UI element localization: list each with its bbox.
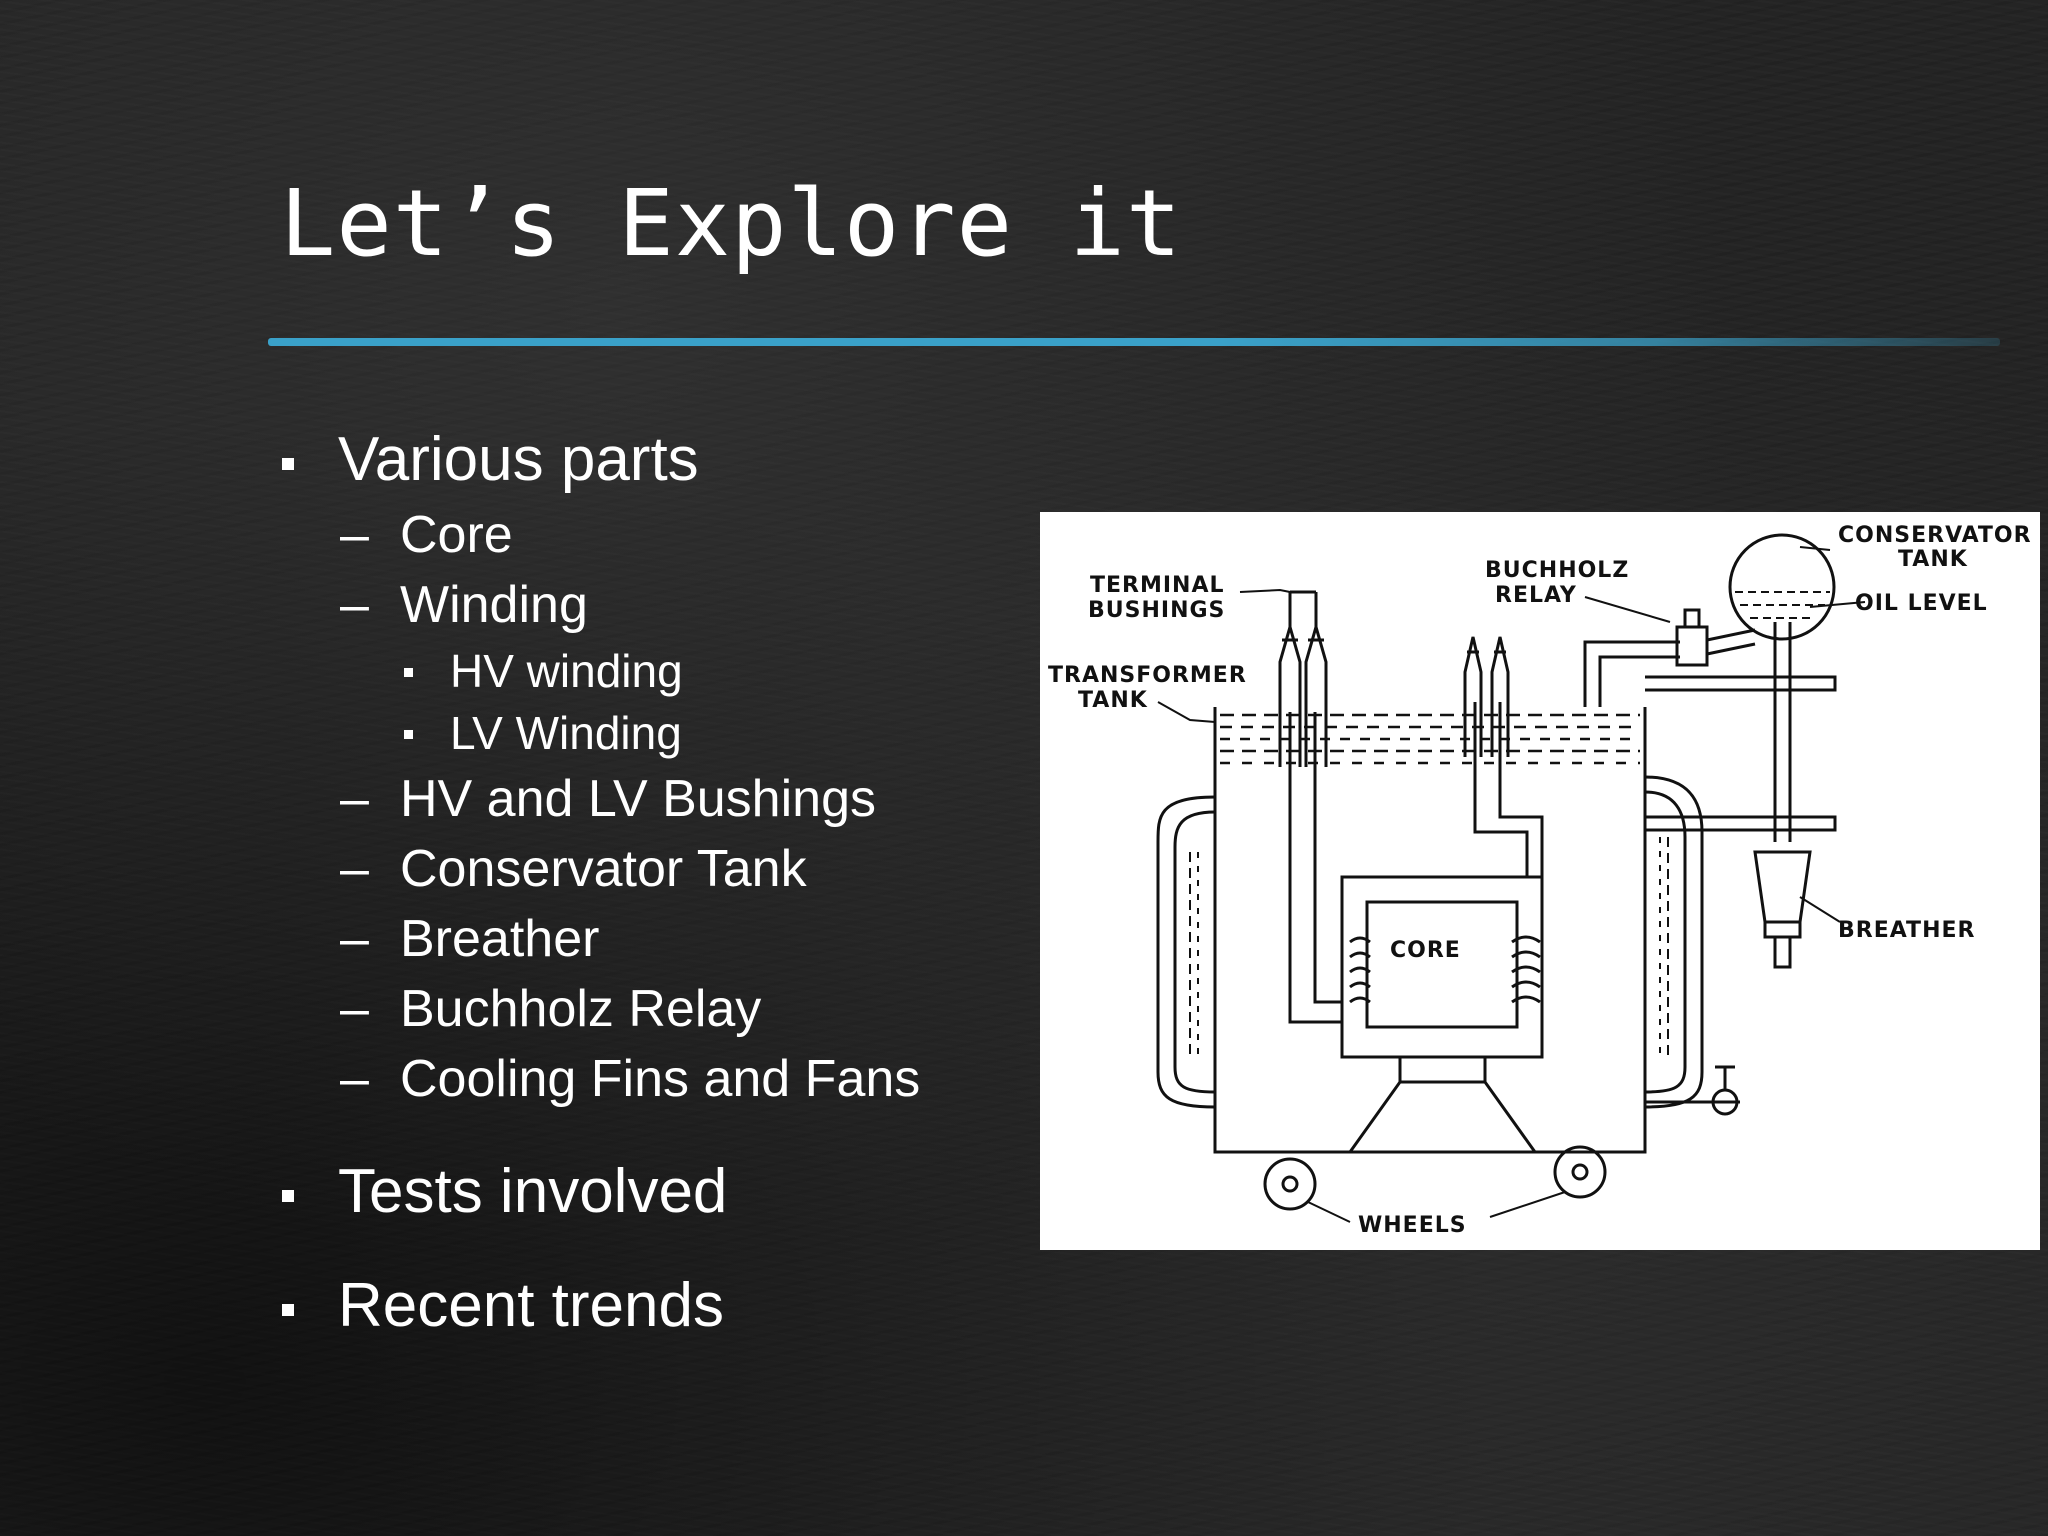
sub-item-label: Breather: [400, 910, 600, 968]
sub-item-label: Conservator Tank: [400, 840, 807, 898]
bullet-tests-involved: Tests involved: [278, 1152, 920, 1232]
bullet-label: Recent trends: [338, 1271, 724, 1340]
label-transformer-2: TANK: [1078, 688, 1148, 713]
buchholz-relay: [1675, 625, 1709, 667]
bullet-list: Various parts – Core – Winding HV windin…: [278, 420, 920, 1346]
sub-sub-item-hv-winding: HV winding: [278, 640, 920, 702]
label-buchholz-1: BUCHHOLZ: [1485, 558, 1629, 583]
label-terminal-1: TERMINAL: [1090, 573, 1225, 598]
sub-item-conservator: – Conservator Tank: [278, 834, 920, 904]
sub-sub-item-label: LV Winding: [450, 707, 682, 759]
dash-icon: –: [340, 980, 369, 1038]
core-inner: [1365, 900, 1519, 1029]
sub-item-breather: – Breather: [278, 904, 920, 974]
left-cooling-fin: [1156, 795, 1216, 1109]
lv-bushings: [1463, 636, 1510, 757]
sub-item-buchholz: – Buchholz Relay: [278, 974, 920, 1044]
dash-icon: –: [340, 910, 369, 968]
breather: [1753, 850, 1812, 924]
label-buchholz-2: RELAY: [1495, 583, 1577, 608]
sub-sub-item-lv-winding: LV Winding: [278, 702, 920, 764]
buchholz-pipe: [1583, 640, 1680, 707]
label-transformer-1: TRANSFORMER: [1048, 663, 1247, 688]
right-wheel: [1553, 1145, 1607, 1199]
dash-icon: –: [340, 770, 369, 828]
square-bullet-icon: [282, 458, 294, 470]
transformer-diagram: TERMINAL BUSHINGS TRANSFORMER TANK BUCHH…: [1040, 512, 2040, 1250]
label-breather: BREATHER: [1838, 918, 1975, 943]
dash-icon: –: [340, 1050, 369, 1108]
sub-item-label: Cooling Fins and Fans: [400, 1050, 921, 1108]
left-wheel: [1263, 1157, 1317, 1211]
lv-lead: [1473, 702, 1529, 877]
label-core: CORE: [1390, 938, 1461, 963]
label-wheels: WHEELS: [1358, 1213, 1467, 1238]
hv-lead: [1288, 712, 1342, 1024]
bullet-recent-trends: Recent trends: [278, 1266, 920, 1346]
square-bullet-icon: [404, 668, 413, 677]
core-support: [1348, 1081, 1537, 1153]
transformer-diagram-svg: TERMINAL BUSHINGS TRANSFORMER TANK BUCHH…: [1048, 523, 2032, 1238]
transformer-tank-outline: [1213, 707, 1647, 1154]
sub-item-label: Buchholz Relay: [400, 980, 762, 1038]
title-underline: [268, 338, 2000, 346]
sub-item-cooling: – Cooling Fins and Fans: [278, 1044, 920, 1114]
label-conservator-2: TANK: [1898, 547, 1968, 572]
dash-icon: –: [340, 506, 369, 564]
core-base: [1350, 1055, 1540, 1084]
square-bullet-icon: [404, 730, 413, 739]
hv-bushings: [1278, 590, 1328, 767]
label-terminal-2: BUSHINGS: [1088, 598, 1225, 623]
core-outer: [1340, 875, 1544, 1059]
dash-icon: –: [340, 840, 369, 898]
right-cooling-fin: [1644, 775, 1704, 1109]
sub-item-core: – Core: [278, 500, 920, 570]
oil-surface: [1220, 713, 1640, 765]
bullet-label: Tests involved: [338, 1157, 728, 1226]
top-pipe: [1645, 675, 1837, 692]
dash-icon: –: [340, 576, 369, 634]
square-bullet-icon: [282, 1190, 294, 1202]
bullet-label: Various parts: [338, 425, 699, 494]
conservator-tank: [1728, 533, 1836, 641]
breather-pipe: [1773, 622, 1792, 842]
winding-coils: [1349, 935, 1541, 1004]
sub-item-label: HV and LV Bushings: [400, 770, 876, 828]
sub-item-bushings: – HV and LV Bushings: [278, 764, 920, 834]
sub-item-winding: – Winding: [278, 570, 920, 640]
slide-title: Let’s Explore it: [280, 170, 1183, 277]
bullet-various-parts: Various parts: [278, 420, 920, 500]
sub-item-label: Winding: [400, 576, 588, 634]
square-bullet-icon: [282, 1304, 294, 1316]
label-conservator-1: CONSERVATOR: [1838, 523, 2032, 548]
sub-item-label: Core: [400, 506, 513, 564]
sub-sub-item-label: HV winding: [450, 645, 683, 697]
label-oil-level: OIL LEVEL: [1855, 591, 1988, 616]
